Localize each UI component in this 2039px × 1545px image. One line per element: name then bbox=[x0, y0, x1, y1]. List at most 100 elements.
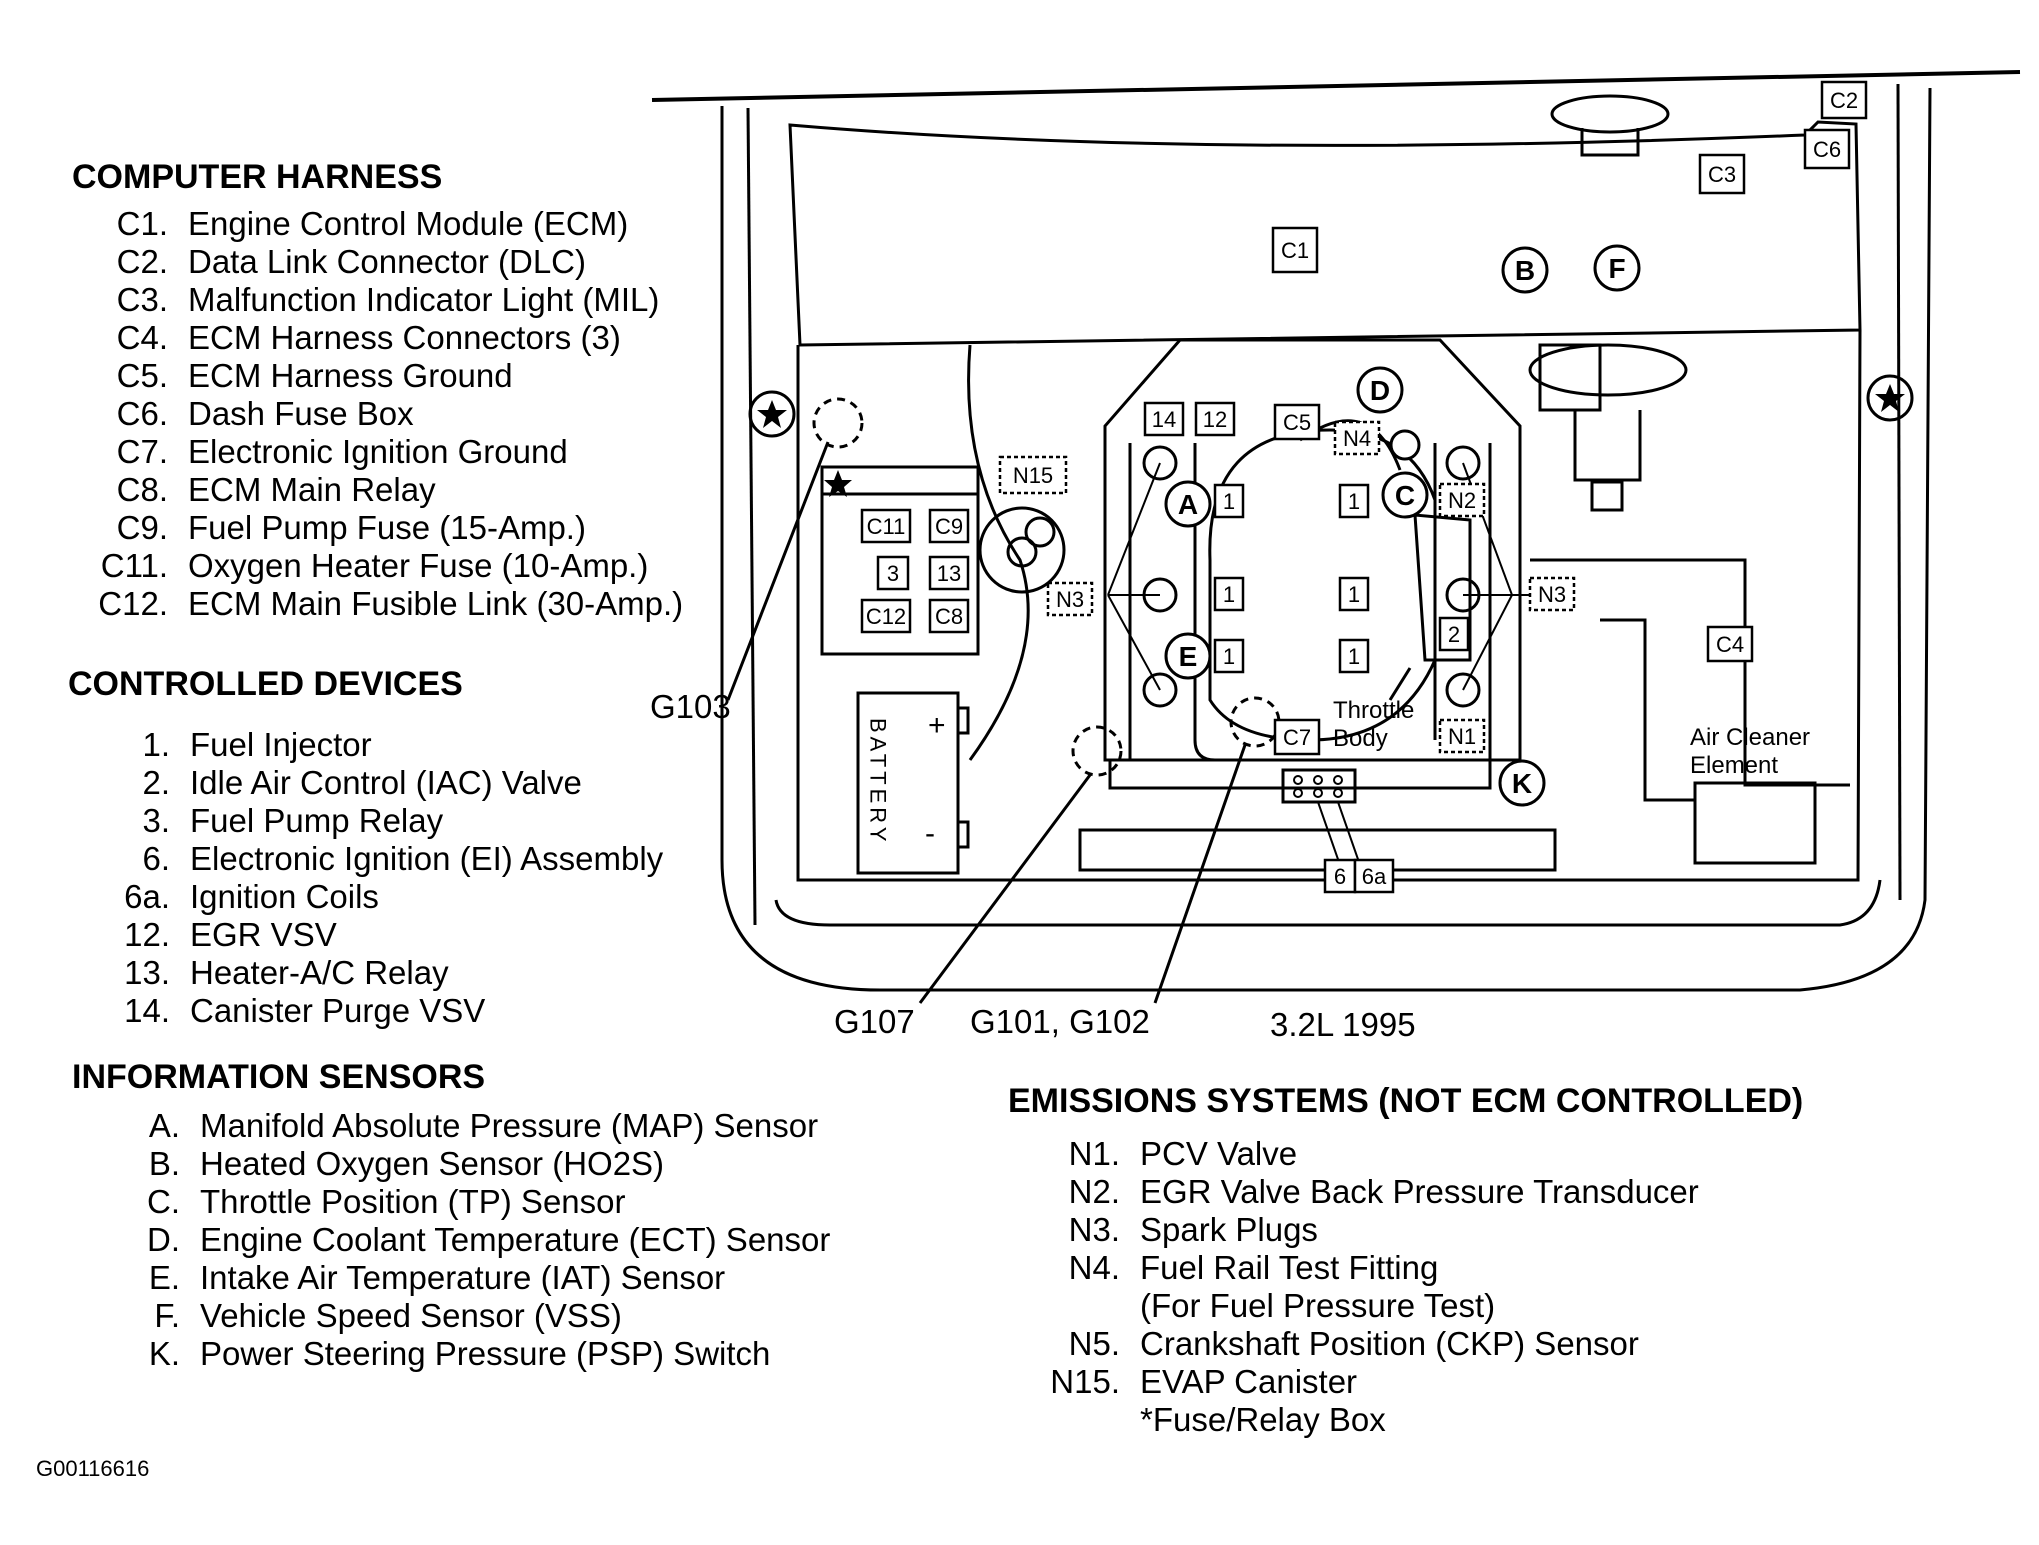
air-cleaner-element bbox=[1693, 781, 1817, 865]
sensor-e-marker: E bbox=[1164, 632, 1212, 680]
legend-item: (For Fuel Pressure Test) bbox=[1008, 1287, 1803, 1325]
legend-item-label: Spark Plugs bbox=[1140, 1211, 1318, 1248]
sensor-circle bbox=[1593, 244, 1641, 292]
spark-plug-wells-left bbox=[1142, 445, 1178, 708]
box-r13: 13 bbox=[928, 555, 970, 591]
fuel-rail-test-fitting bbox=[1389, 429, 1421, 461]
evap-canister-port-2 bbox=[1024, 516, 1056, 548]
box-label: 1 bbox=[1223, 644, 1235, 669]
legend-item-label: Heater-A/C Relay bbox=[190, 954, 449, 991]
box-outline bbox=[1143, 401, 1185, 437]
legend-item-label: Engine Coolant Temperature (ECT) Sensor bbox=[200, 1221, 831, 1258]
sensor-k-marker: K bbox=[1498, 759, 1546, 807]
sensor-circle bbox=[1164, 632, 1212, 680]
legend-item-label: *Fuse/Relay Box bbox=[1140, 1401, 1386, 1438]
air-intake-tube bbox=[1573, 410, 1642, 482]
box-label: N15 bbox=[1013, 463, 1053, 488]
legend-item-code: N3. bbox=[1068, 1211, 1120, 1248]
box-outline bbox=[1194, 401, 1236, 437]
box-label: 12 bbox=[1203, 407, 1227, 432]
legend-item: N15.EVAP Canister bbox=[1008, 1363, 1803, 1401]
legend-item-code: N5. bbox=[1068, 1325, 1120, 1362]
air-duct-pipe bbox=[1530, 558, 1850, 787]
box-outline bbox=[1338, 576, 1370, 612]
legend-item: C3.Malfunction Indicator Light (MIL) bbox=[72, 281, 683, 319]
sensor-letter: B bbox=[1515, 255, 1535, 286]
box-label: N4 bbox=[1343, 426, 1371, 451]
legend-item: F.Vehicle Speed Sensor (VSS) bbox=[72, 1297, 830, 1335]
sensor-letter: A bbox=[1178, 489, 1198, 520]
box-c3: C3 bbox=[1698, 153, 1746, 195]
evap-canister-port-1 bbox=[1006, 536, 1038, 568]
legend-item: C2.Data Link Connector (DLC) bbox=[72, 243, 683, 281]
brake-reservoir-neck bbox=[1580, 128, 1640, 157]
box-outline bbox=[1273, 718, 1321, 756]
air-intake-nipple bbox=[1590, 480, 1624, 512]
legend-item: 13. Heater-A/C Relay bbox=[68, 954, 663, 992]
legend-item-code bbox=[1008, 1401, 1120, 1439]
throttle-leader bbox=[1388, 667, 1412, 701]
box-outline bbox=[1353, 858, 1395, 894]
legend-item-label: Fuel Pump Fuse (15-Amp.) bbox=[188, 509, 586, 546]
legend-item-code: C2. bbox=[116, 243, 168, 280]
legend-item-label: Throttle Position (TP) Sensor bbox=[200, 1183, 626, 1220]
label-g103: G103 bbox=[650, 688, 731, 725]
legend-item-code: K. bbox=[148, 1335, 180, 1372]
legend-item: C.Throttle Position (TP) Sensor bbox=[72, 1183, 830, 1221]
legend-item-label: Canister Purge VSV bbox=[190, 992, 486, 1029]
box-n3-left: N3 bbox=[1046, 581, 1094, 617]
legend-item-code: N2. bbox=[1068, 1173, 1120, 1210]
ei-leader-1 bbox=[1317, 801, 1341, 866]
legend-item-code: C4. bbox=[116, 319, 168, 356]
box-label: C12 bbox=[866, 604, 906, 629]
air-duct-pipe-2 bbox=[1600, 618, 1695, 802]
legend-item-code: N1. bbox=[1068, 1135, 1120, 1172]
box-label: C7 bbox=[1283, 725, 1311, 750]
ground-circle-g103 bbox=[812, 397, 864, 449]
sensor-letter: K bbox=[1512, 768, 1532, 799]
mounting-star-left-icon bbox=[748, 390, 796, 438]
sensor-circle bbox=[1501, 246, 1549, 294]
sensor-d-marker: D bbox=[1356, 366, 1404, 414]
legend-item-label: Power Steering Pressure (PSP) Switch bbox=[200, 1335, 771, 1372]
evap-canister bbox=[978, 506, 1066, 594]
box-outline bbox=[876, 555, 910, 591]
information-sensors-title: INFORMATION SENSORS bbox=[72, 1058, 486, 1096]
legend-item-code: C11. bbox=[100, 547, 168, 584]
legend-item-label: Idle Air Control (IAC) Valve bbox=[190, 764, 582, 801]
box-label: 1 bbox=[1348, 489, 1360, 514]
box-label: C4 bbox=[1716, 632, 1744, 657]
legend-item-label: ECM Main Fusible Link (30-Amp.) bbox=[188, 585, 684, 622]
box-label: C6 bbox=[1813, 137, 1841, 162]
sensor-f-marker: F bbox=[1593, 244, 1641, 292]
sensor-letter: F bbox=[1608, 253, 1625, 284]
box-ei: 6 bbox=[1323, 858, 1357, 894]
legend-item-code: 6a. bbox=[124, 878, 170, 915]
legend-item: N1.PCV Valve bbox=[1008, 1135, 1803, 1173]
legend-item-code: 3. bbox=[142, 802, 170, 839]
brake-reservoir-cap bbox=[1550, 94, 1670, 134]
box-label: 6a bbox=[1362, 864, 1387, 889]
legend-item-code: C12. bbox=[98, 585, 168, 622]
legend-item: D.Engine Coolant Temperature (ECT) Senso… bbox=[72, 1221, 830, 1259]
fender-left-line bbox=[746, 107, 757, 926]
legend-item-code: 13. bbox=[124, 954, 170, 991]
legend-item-code: 6. bbox=[142, 840, 170, 877]
emissions-systems-title: EMISSIONS SYSTEMS (NOT ECM CONTROLLED) bbox=[1008, 1082, 1804, 1120]
legend-item-code: N15. bbox=[1050, 1363, 1120, 1400]
legend-item-label: Fuel Pump Relay bbox=[190, 802, 444, 839]
mounting-star-right-icon bbox=[1866, 374, 1914, 422]
legend-item-code: C8. bbox=[116, 471, 168, 508]
box-c11: C11 bbox=[860, 508, 912, 544]
box-label: N3 bbox=[1056, 587, 1084, 612]
sensor-circle bbox=[1356, 366, 1404, 414]
box-label: 13 bbox=[937, 561, 961, 586]
legend-item-code: N4. bbox=[1068, 1249, 1120, 1286]
legend-item: 3. Fuel Pump Relay bbox=[68, 802, 663, 840]
box-label: N3 bbox=[1538, 582, 1566, 607]
legend-item: C4.ECM Harness Connectors (3) bbox=[72, 319, 683, 357]
computer-harness-legend: COMPUTER HARNESS C1.Engine Control Modul… bbox=[72, 158, 683, 623]
legend-item-label: (For Fuel Pressure Test) bbox=[1140, 1287, 1496, 1324]
box-c7: C7 bbox=[1273, 718, 1321, 756]
ground-circle-g107 bbox=[1071, 725, 1123, 777]
